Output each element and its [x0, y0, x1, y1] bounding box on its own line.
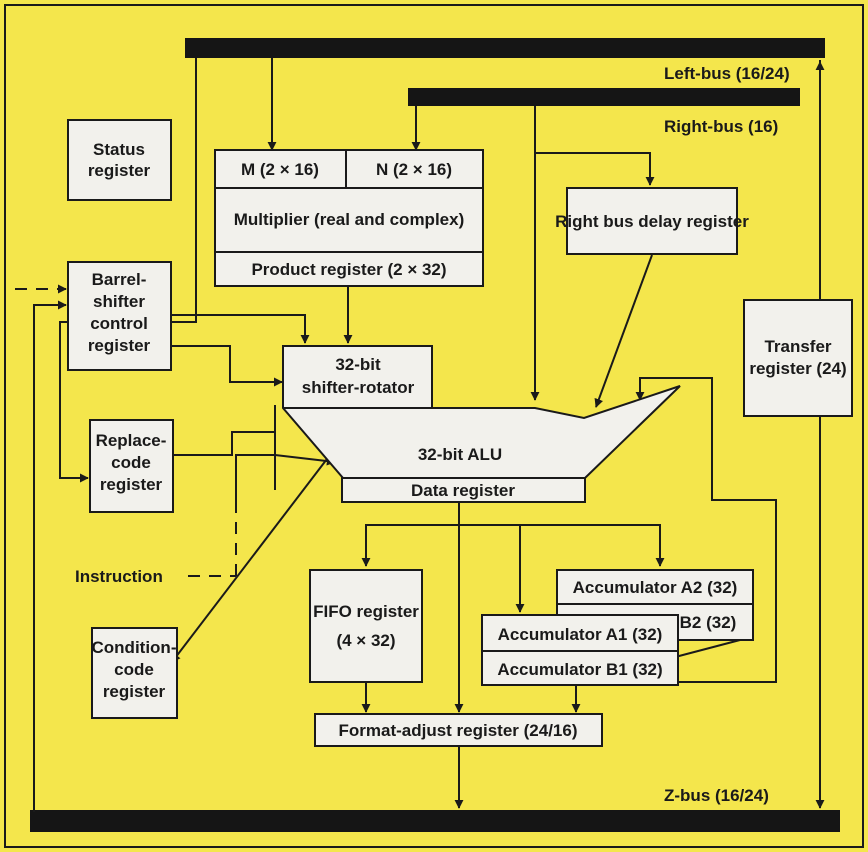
product-register-label: Product register (2 × 32)	[251, 260, 446, 279]
replace-label-1: Replace-	[96, 431, 167, 450]
barrel-label-3: control	[90, 314, 148, 333]
barrel-shifter-box	[67, 261, 172, 371]
fifo-label-2: (4 × 32)	[336, 631, 395, 650]
accumulator-b2-label: B2 (32)	[680, 613, 737, 632]
status-register-box	[67, 119, 172, 201]
right-bus-delay-box	[566, 187, 738, 255]
accumulator-b1-label: Accumulator B1 (32)	[497, 660, 662, 679]
condition-label-1: Condition-	[92, 638, 177, 657]
barrel-label-2: shifter	[93, 292, 145, 311]
alu-label: 32-bit ALU	[418, 445, 502, 464]
barrel-label-1: Barrel-	[92, 270, 147, 289]
z-bus	[30, 810, 840, 832]
alu-shifter-shape	[282, 345, 681, 479]
fifo-label-1: FIFO register	[313, 602, 419, 621]
condition-label-3: register	[103, 682, 166, 701]
barrel-label-4: register	[88, 336, 151, 355]
z-bus-label: Z-bus (16/24)	[664, 786, 769, 805]
condition-code-box	[91, 627, 178, 719]
m-register-label: M (2 × 16)	[241, 160, 319, 179]
transfer-register-box	[743, 299, 853, 417]
connection-wires	[15, 58, 825, 812]
diagram-frame	[4, 4, 864, 848]
accumulator-a2-label: Accumulator A2 (32)	[573, 578, 738, 597]
multiplier-label: Multiplier (real and complex)	[234, 210, 465, 229]
shifter-label-2: shifter-rotator	[302, 378, 415, 397]
condition-label-2: code	[114, 660, 154, 679]
replace-label-2: code	[111, 453, 151, 472]
format-adjust-label: Format-adjust register (24/16)	[338, 721, 577, 740]
n-register-label: N (2 × 16)	[376, 160, 452, 179]
left-bus-label: Left-bus (16/24)	[664, 64, 790, 83]
right-bus-label: Right-bus (16)	[664, 117, 778, 136]
instruction-label: Instruction	[75, 567, 163, 586]
accumulator-a1-label: Accumulator A1 (32)	[498, 625, 663, 644]
format-adjust-box	[314, 713, 603, 747]
multiplier-box	[214, 149, 484, 287]
transfer-label-2: register (24)	[749, 359, 846, 378]
replace-code-box	[89, 419, 174, 513]
replace-label-3: register	[100, 475, 163, 494]
status-label-2: register	[88, 161, 151, 180]
left-bus	[185, 38, 825, 58]
right-bus	[408, 88, 800, 106]
shifter-label-1: 32-bit	[335, 355, 381, 374]
data-register-label: Data register	[411, 481, 515, 500]
right-delay-label: Right bus delay register	[555, 212, 749, 231]
status-label-1: Status	[93, 140, 145, 159]
transfer-label-1: Transfer	[764, 337, 831, 356]
fifo-register-box	[309, 569, 423, 683]
data-register-box	[341, 477, 586, 503]
